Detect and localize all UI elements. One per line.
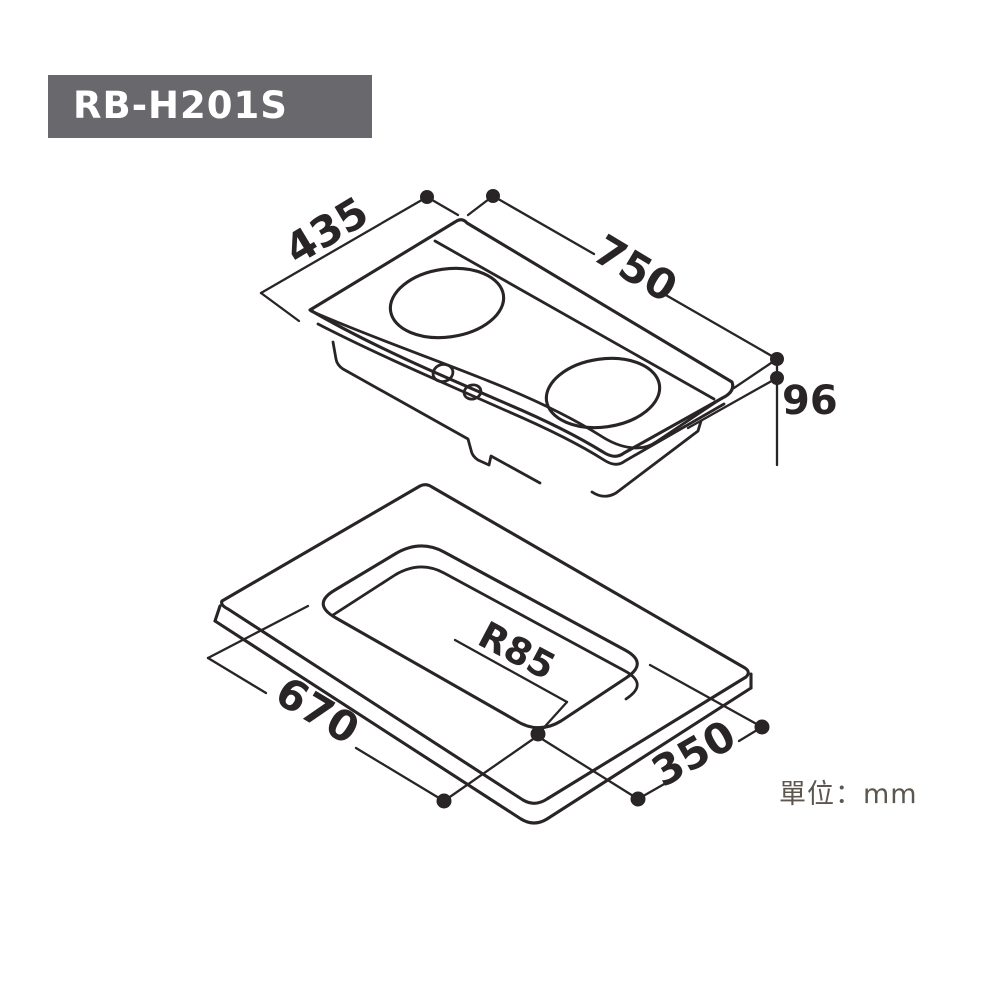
dim-width-435 — [259, 190, 460, 323]
dimension-labels: 435 750 96 670 350 R85 — [267, 187, 837, 797]
hob-back-rim-line — [433, 239, 716, 401]
knob-left — [431, 362, 455, 384]
cutout-dimensions — [206, 604, 770, 809]
hob-isometric-drawing — [308, 218, 735, 498]
label-height-96: 96 — [782, 378, 838, 424]
dim-line — [491, 194, 779, 361]
dim-extension — [686, 376, 779, 430]
dim-extension — [442, 735, 538, 803]
unit-note: 單位：mm — [779, 779, 918, 810]
label-length-670: 670 — [267, 667, 367, 754]
dim-height-96 — [686, 357, 784, 467]
dim-line — [206, 656, 446, 803]
hob-apron-curve — [309, 309, 724, 450]
dim-dot — [420, 190, 434, 204]
dim-line — [259, 195, 429, 295]
burner-left — [388, 266, 506, 340]
cutout-inner-wall — [331, 565, 639, 701]
dim-dot — [770, 371, 784, 385]
hob-base-right — [590, 419, 703, 498]
cutout-isometric-drawing — [213, 483, 753, 825]
knob-right — [462, 383, 483, 401]
label-width-435: 435 — [276, 187, 376, 274]
hob-front-lip — [316, 322, 726, 466]
dim-dot — [486, 189, 500, 203]
counter-slab-left-edge — [213, 604, 222, 623]
dim-extension — [259, 291, 301, 323]
dim-extension — [540, 737, 640, 801]
hob-dimensions — [259, 189, 784, 467]
dim-length-750 — [466, 189, 784, 366]
dim-dot — [754, 719, 770, 735]
dim-extension — [648, 663, 764, 729]
burner-right — [544, 356, 662, 430]
dim-width-350 — [540, 663, 770, 807]
dim-dot — [436, 793, 452, 809]
counter-slab-top — [220, 483, 750, 805]
dim-extension — [206, 604, 310, 660]
label-radius-r85: R85 — [471, 613, 562, 689]
dim-dot — [630, 791, 646, 807]
hob-base-left — [331, 340, 542, 485]
leader-line — [537, 700, 569, 735]
leader-underline — [453, 638, 569, 704]
counter-slab-bottom-edge — [213, 619, 753, 825]
dim-extension — [732, 357, 779, 390]
model-number-label: RB-H201S — [48, 75, 372, 138]
dim-length-670 — [206, 604, 538, 809]
cutout-rim — [321, 544, 639, 730]
